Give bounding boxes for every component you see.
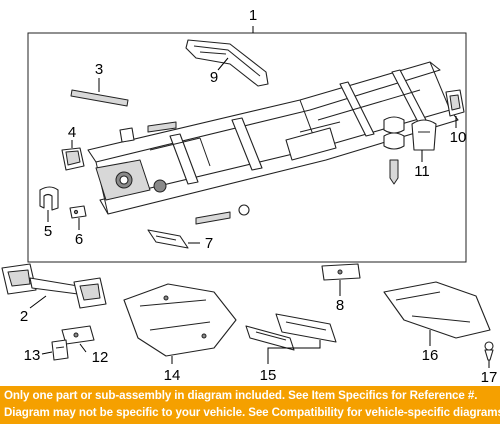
part-3-rod xyxy=(70,89,129,107)
callout-15-leader xyxy=(267,340,321,364)
callout-17: 17 xyxy=(481,369,498,386)
callout-8: 8 xyxy=(336,297,344,314)
callout-11: 11 xyxy=(414,163,430,180)
callout-15: 15 xyxy=(260,367,277,384)
callout-5: 5 xyxy=(44,223,52,240)
callout-13-leader xyxy=(41,351,53,355)
callout-12-leader xyxy=(79,343,87,353)
part-13-bracket xyxy=(51,339,69,361)
callout-9: 9 xyxy=(210,69,218,86)
callout-1: 1 xyxy=(249,7,257,24)
frame-rails xyxy=(87,61,459,215)
part-6-bracket xyxy=(69,205,87,219)
part-7-brace xyxy=(147,229,189,249)
part-16-shield xyxy=(383,281,491,339)
callout-3: 3 xyxy=(95,61,103,78)
hardware-bolts xyxy=(119,116,405,225)
callout-2-leader xyxy=(29,295,47,309)
part-15-braces xyxy=(245,313,337,351)
part-4-bracket xyxy=(61,147,85,171)
part-17-fastener xyxy=(484,341,494,361)
callout-16: 16 xyxy=(422,347,439,364)
part-2-crossmember xyxy=(1,263,107,309)
part-8-bracket xyxy=(321,263,361,281)
callout-7: 7 xyxy=(205,235,213,252)
callout-4: 4 xyxy=(68,124,76,141)
callout-6: 6 xyxy=(75,231,83,248)
callout-14: 14 xyxy=(164,367,181,384)
part-10-bracket xyxy=(445,89,465,117)
disclaimer-banner: Only one part or sub-assembly in diagram… xyxy=(0,386,500,424)
part-12-bracket xyxy=(61,325,95,345)
part-9-crossmember xyxy=(185,39,269,87)
part-14-skid-plate xyxy=(123,283,237,357)
frame-assembly-outline xyxy=(27,32,467,263)
callout-2: 2 xyxy=(20,308,28,325)
part-5-mount xyxy=(39,186,59,211)
part-11-hanger xyxy=(411,119,437,151)
callout-10: 10 xyxy=(450,129,467,146)
disclaimer-line-2: Diagram may not be specific to your vehi… xyxy=(4,406,500,419)
callout-9-leader xyxy=(217,57,229,71)
callout-12: 12 xyxy=(92,349,109,366)
callout-13: 13 xyxy=(24,347,41,364)
disclaimer-line-1: Only one part or sub-assembly in diagram… xyxy=(4,389,478,402)
